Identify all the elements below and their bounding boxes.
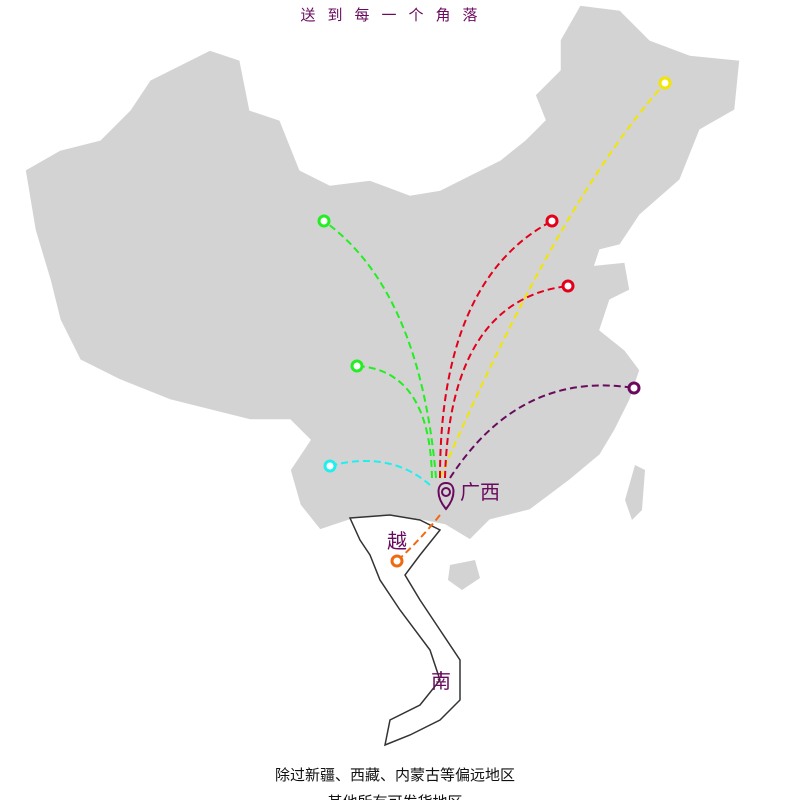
route-heilongjiang: [439, 82, 666, 479]
destination-marker-heilongjiang: [658, 76, 672, 90]
route-beijing: [439, 220, 553, 479]
destination-marker-yunnan: [323, 459, 337, 473]
route-zhejiang: [449, 384, 635, 479]
destination-marker-sichuan: [350, 359, 364, 373]
china-outline: [24, 4, 741, 541]
route-yunnan: [329, 460, 431, 486]
taiwan: [625, 465, 645, 520]
route-shandong: [444, 285, 569, 479]
vietnam-outline: [348, 514, 461, 747]
location-pin-icon: [437, 481, 455, 511]
destination-marker-beijing: [545, 214, 559, 228]
origin-label: 广西: [460, 480, 500, 504]
destination-marker-qinghai: [317, 214, 331, 228]
destination-marker-vietnam: [390, 554, 404, 568]
hainan: [448, 560, 480, 590]
page-title: 送到每一个角落: [300, 6, 490, 24]
destination-marker-shandong: [561, 279, 575, 293]
vietnam-label-top: 越: [387, 529, 407, 553]
route-sichuan: [356, 365, 433, 479]
route-qinghai: [323, 220, 437, 479]
destination-marker-zhejiang: [627, 381, 641, 395]
vietnam-label-bottom: 南: [431, 669, 451, 693]
footer-line-2: 其他所有可发货地区: [0, 791, 790, 800]
footer-line-1: 除过新疆、西藏、内蒙古等偏远地区: [274, 766, 515, 784]
